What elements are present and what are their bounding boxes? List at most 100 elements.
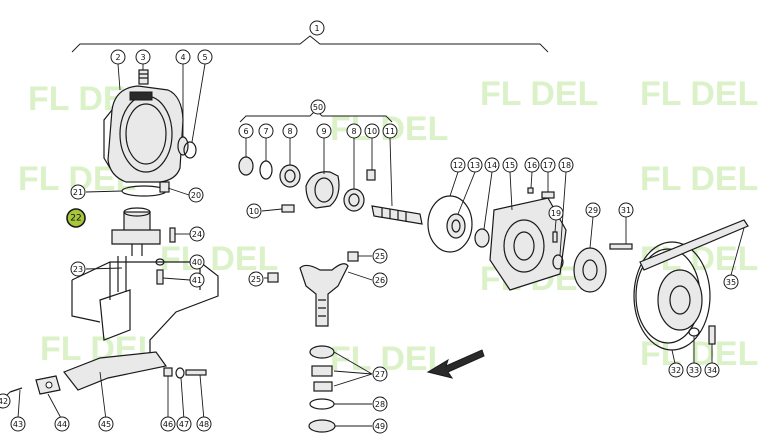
callout-13: 13 [467,157,483,173]
callout-23: 23 [70,261,86,277]
bearing-stack [308,345,336,433]
callout-circle [524,157,540,173]
callout-12: 12 [450,157,466,173]
callout-48: 48 [196,416,212,432]
callout-circle [70,261,86,277]
watermark-text: FL DEL [640,75,758,113]
callout-circle [10,416,26,432]
bearing-sleeve [111,207,161,256]
callout-18: 18 [558,157,574,173]
callout-circle [66,208,86,228]
callout-47: 47 [176,416,192,432]
assembly-bracket-1 [71,35,549,53]
callout-circle [548,205,564,221]
callout-40: 40 [189,254,205,270]
callout-4: 4 [175,49,191,65]
watermark-text: FL DEL [160,240,278,278]
callout-number: 5 [202,53,207,62]
callout-number: 43 [13,420,23,429]
callout-number: 3 [140,53,145,62]
callout-number: 41 [192,276,202,285]
callout-circle [364,123,380,139]
callout-circle [540,157,556,173]
callout-circle [197,49,213,65]
callout-46: 46 [160,416,176,432]
callout-32: 32 [668,362,684,378]
callout-29: 29 [585,202,601,218]
seal-ring [552,254,564,270]
small-washer [527,187,534,194]
callout-49: 49 [372,418,388,434]
callout-31: 31 [618,202,634,218]
callout-3: 3 [135,49,151,65]
callout-circle [309,20,325,36]
callout-number: 34 [707,366,717,375]
callout-number: 20 [191,191,201,200]
callout-10: 10 [364,123,380,139]
callout-circle [189,226,205,242]
v-belt [639,219,749,271]
callout-25: 25 [248,271,264,287]
callout-circle [382,123,398,139]
callout-number: 23 [73,265,83,274]
callout-circle [558,157,574,173]
watermark-text: FL DEL [640,160,758,198]
hub-bolt [609,243,633,250]
callout-number: 49 [375,422,385,431]
mounting-frame [71,256,219,360]
callout-28: 28 [372,396,388,412]
callout-circle [189,272,205,288]
callout-circle [618,202,634,218]
bushing [267,272,279,283]
callout-number: 27 [375,370,385,379]
o-ring [183,141,197,159]
callout-circle [704,362,720,378]
fork-yoke [299,263,349,327]
callout-circle [246,203,262,219]
callout-circle [175,49,191,65]
callout-number: 6 [243,127,248,136]
plug [159,181,170,193]
callout-number: 24 [192,230,202,239]
bolt [185,369,207,376]
callout-number: 33 [689,366,699,375]
drive-shaft-assembly [238,156,423,225]
watermark-text: FL DEL [480,75,598,113]
lever-assembly [9,351,168,395]
callout-number: 22 [70,214,81,224]
callout-circle [176,416,192,432]
callout-number: 17 [543,161,553,170]
callout-circle [372,272,388,288]
callout-6: 6 [238,123,254,139]
callout-44: 44 [54,416,70,432]
callout-27: 27 [372,366,388,382]
callout-9: 9 [316,123,332,139]
callout-circle [723,274,739,290]
callout-circle [196,416,212,432]
callout-circle [188,187,204,203]
callout-number: 25 [251,275,261,284]
callout-number: 10 [367,127,377,136]
callout-number: 50 [313,103,323,112]
callout-circle [135,49,151,65]
callout-circle [310,99,326,115]
callout-number: 32 [671,366,681,375]
callout-8: 8 [346,123,362,139]
callout-26: 26 [372,272,388,288]
bolt [156,269,164,285]
callout-number: 46 [163,420,173,429]
callout-number: 13 [470,161,480,170]
callout-19: 19 [548,205,564,221]
callout-circle [189,254,205,270]
callout-circle [372,396,388,412]
callout-circle [238,123,254,139]
callout-11: 11 [382,123,398,139]
callout-circle [502,157,518,173]
callout-41: 41 [189,272,205,288]
callout-circle [686,362,702,378]
callout-circle [467,157,483,173]
callout-circle [70,184,86,200]
